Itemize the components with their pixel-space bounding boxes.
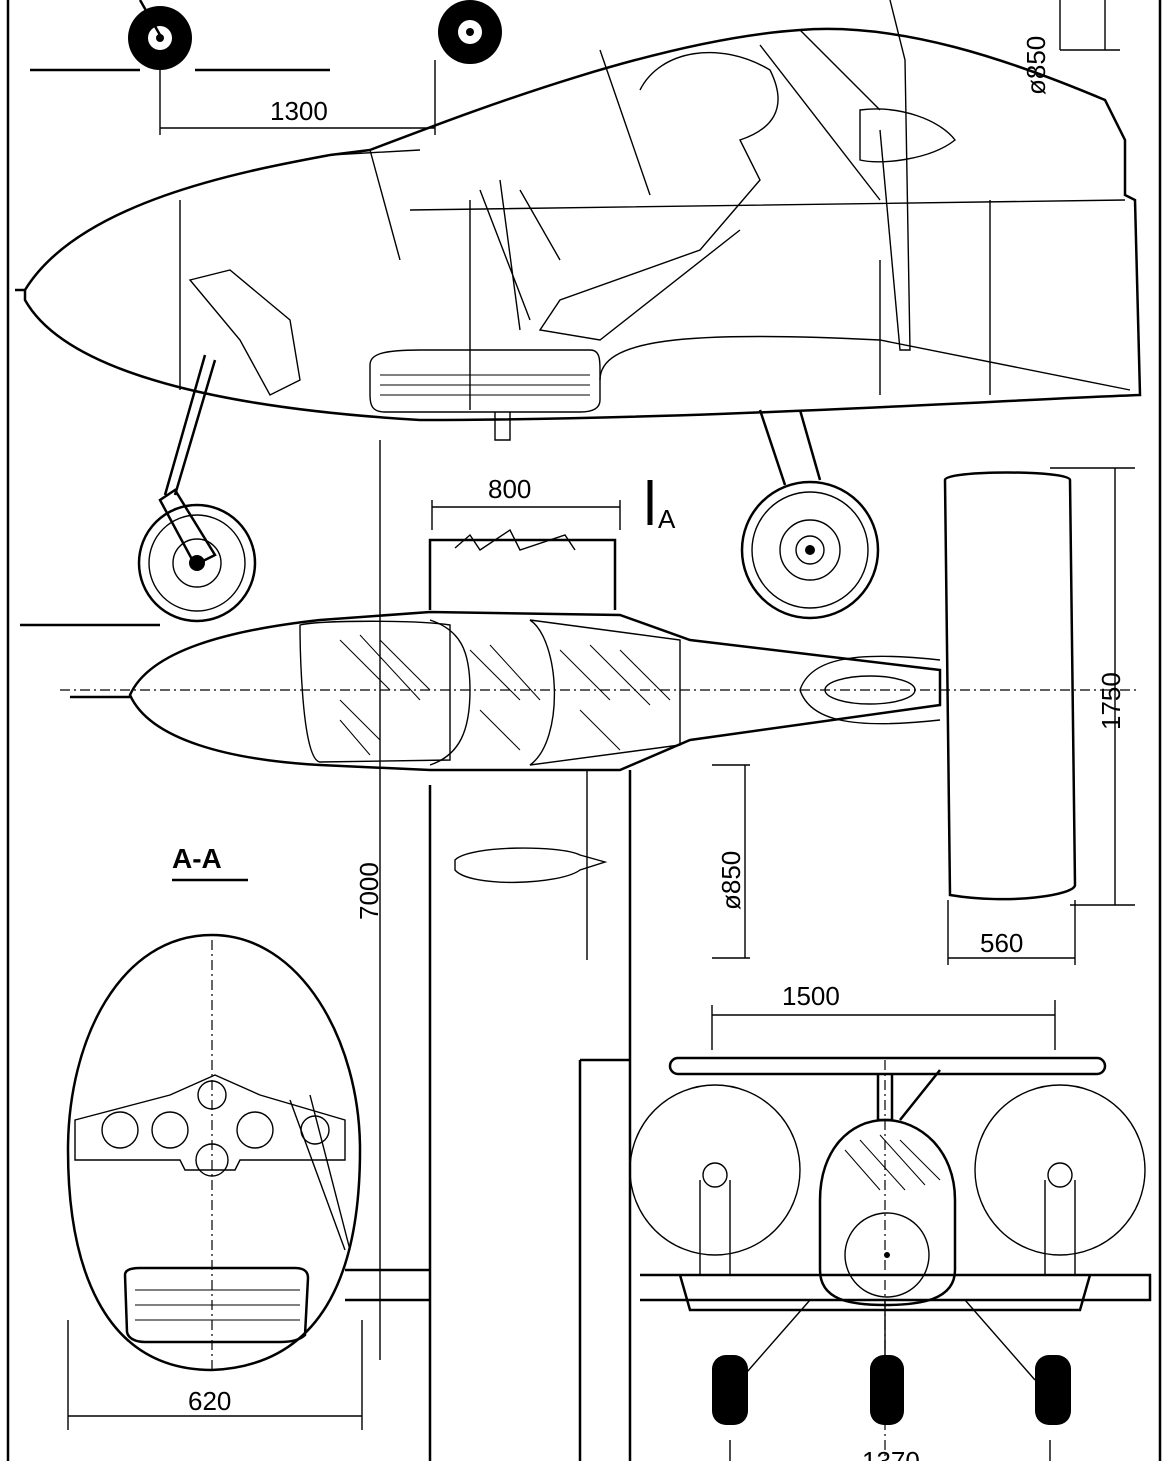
section-a-a: A-A	[66, 843, 362, 1372]
fuel-tank-side	[369, 349, 601, 413]
dimension-prop-top: ø850	[1021, 0, 1120, 95]
dimension-800: 800	[431, 474, 621, 530]
pilot-figure	[538, 51, 779, 341]
section-title: A-A	[172, 843, 222, 874]
label-1300: 1300	[270, 96, 328, 126]
label-560: 560	[980, 928, 1023, 958]
prop-disc-left	[629, 1084, 801, 1256]
propeller-blade	[879, 0, 911, 351]
propeller-spinner	[859, 108, 956, 163]
label-620: 620	[188, 1386, 231, 1416]
front-view	[629, 1056, 1152, 1461]
prop-disc-right	[974, 1084, 1146, 1256]
fuel-tank-section	[123, 1266, 310, 1344]
label-prop-diameter-plan: ø850	[716, 851, 746, 910]
dimension-1750: 1750	[1050, 467, 1135, 906]
plan-view	[60, 471, 1140, 1461]
section-marker: A	[647, 480, 676, 534]
front-wheel-right	[1035, 1355, 1071, 1425]
label-1500: 1500	[782, 981, 840, 1011]
front-fuselage	[818, 1118, 957, 1307]
label-1750: 1750	[1096, 672, 1126, 730]
wing-root-fairing	[599, 335, 1131, 391]
label-prop-diameter-top: ø850	[1021, 36, 1051, 95]
label-1370: 1370	[862, 1446, 920, 1461]
frame-lines	[345, 1058, 630, 1461]
pilot-boot	[188, 269, 301, 396]
side-view-fuselage	[15, 0, 1142, 441]
label-800: 800	[488, 474, 531, 504]
label-section-marker: A	[658, 504, 676, 534]
dimension-1500: 1500	[711, 981, 1056, 1050]
front-wheel-center	[870, 1355, 904, 1425]
canopy-glazing-hatch	[339, 634, 671, 756]
label-7000: 7000	[354, 862, 384, 920]
dimension-620: 620	[67, 1320, 363, 1430]
horizontal-tail	[943, 471, 1077, 901]
dimension-7000: 7000	[354, 440, 384, 1360]
dimension-prop-plan: ø850	[712, 764, 750, 959]
wing-break-line	[454, 528, 576, 551]
main-landing-gear	[740, 409, 880, 620]
instrument-panel	[74, 1074, 346, 1171]
front-wheel-left	[712, 1355, 748, 1425]
dimension-1300: 1300	[159, 60, 436, 135]
top-wheels	[30, 0, 502, 72]
front-wing	[668, 1056, 1107, 1076]
control-stick	[479, 179, 561, 331]
dimension-560: 560	[947, 900, 1076, 965]
nose-landing-gear	[20, 354, 257, 627]
dimension-1370: 1370	[729, 1440, 1051, 1461]
propeller-pod-plan	[454, 847, 608, 884]
